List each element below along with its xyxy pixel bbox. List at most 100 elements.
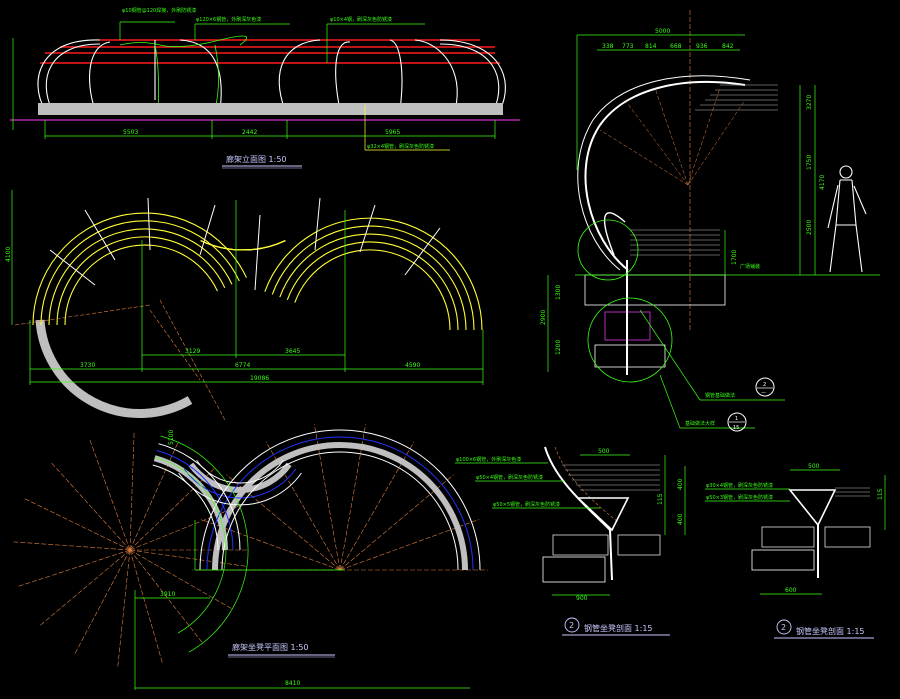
plan-dim-4100: 4100: [5, 247, 12, 262]
radial-axis: [129, 432, 135, 551]
svg-text:15: 15: [733, 425, 739, 431]
upper-plan-view: 3129 3645 3730 6774 4590 19086 4100: [5, 190, 484, 421]
detail-b-note-1: φ30×4钢管，刷深灰色防锈漆: [706, 482, 773, 489]
plan-dim-3730: 3730: [80, 362, 95, 369]
svg-text:—: —: [761, 390, 766, 396]
section-dim-13: 1200: [555, 340, 562, 355]
radial-axis: [117, 549, 131, 668]
section-dim-2: 773: [622, 43, 634, 50]
detail-a-dim-500: 500: [598, 448, 610, 455]
seat-slats: [32, 212, 483, 331]
seat-slat: [40, 220, 240, 326]
elevation-note-1: φ10钢管@120焊接，外刷防锈漆: [122, 7, 196, 14]
detail-a-dim-1: 400: [677, 478, 684, 490]
plan-beams: [49, 197, 441, 291]
lower-plan-title: 廊架坐凳平面图 1:50: [232, 642, 309, 652]
section-dim-3: 814: [645, 43, 657, 50]
radial-axis: [129, 549, 203, 644]
radial-axis: [89, 438, 131, 551]
lower-dim-3910: 3910: [160, 591, 175, 598]
section-dim-12: 2900: [540, 310, 547, 325]
elevation-dim-1: 5503: [123, 129, 138, 136]
plan-dim-6774: 6774: [235, 362, 250, 369]
elevation-dimension-lines: [12, 21, 496, 139]
bench-band: [153, 455, 228, 551]
bench-arc: [35, 319, 193, 418]
section-dimension-lines: [547, 34, 880, 429]
seat-slat: [48, 228, 233, 326]
section-dim-8: 1750: [806, 155, 813, 170]
callout-2: 2 —: [755, 377, 775, 397]
section-view: 5000 338 773 814 668 936 842 3270 1750 4…: [540, 10, 880, 432]
elevation-note-3: φ10×4钢，刷深灰色防锈漆: [330, 16, 392, 23]
seat-slat: [271, 225, 475, 331]
detail-a-note-2: φ50×4钢管，刷深灰色防锈漆: [476, 474, 543, 481]
detail-a-dim-3: 115: [657, 493, 664, 505]
bench-bands: [152, 429, 481, 653]
detail-b-title: 钢管坐凳剖面 1:15: [796, 626, 865, 636]
lower-dim-5100: 5100: [168, 430, 175, 445]
seat-slat: [56, 236, 226, 326]
section-dim-14: 1700: [731, 250, 738, 265]
detail-b-dim-500: 500: [808, 463, 820, 470]
radial-axis: [129, 442, 179, 551]
bench-band: [158, 443, 241, 551]
svg-text:1: 1: [735, 416, 738, 422]
bench-band: [183, 468, 297, 499]
section-dim-4: 668: [670, 43, 682, 50]
plan-dim-3645: 3645: [285, 348, 300, 355]
foundation-base: [594, 344, 666, 368]
detail-a-dim-2: 400: [677, 513, 684, 525]
seat-slat: [286, 241, 459, 331]
radial-axis: [129, 549, 163, 664]
detail-b-number: 2: [781, 623, 786, 632]
detail-a: 500 400 400 115 900 φ100×6钢管，外刷深灰色漆 φ50×…: [455, 446, 686, 636]
elevation-dim-2: 2442: [242, 129, 257, 136]
bench-band: [152, 464, 219, 551]
elevation-rails: [40, 39, 500, 64]
radial-axis: [50, 462, 131, 551]
paving-layer: [584, 274, 726, 306]
elevation-title: 廊架立面图 1:50: [226, 154, 287, 164]
section-dim-1: 338: [602, 43, 614, 50]
elevation-dim-3: 5965: [385, 129, 400, 136]
bench-band: [196, 460, 284, 484]
dimension-arc: [160, 435, 249, 653]
plan-dim-3129: 3129: [185, 348, 200, 355]
section-radials: [599, 87, 746, 186]
radial-axis: [12, 541, 131, 551]
radial-axis: [23, 498, 131, 551]
section-dim-10: 2500: [806, 220, 813, 235]
bench-band: [206, 436, 474, 571]
detail-a-title: 钢管坐凳剖面 1:15: [584, 623, 653, 633]
bench-band: [199, 429, 481, 571]
detail-b: 500 115 600 φ30×4钢管，刷深灰色防锈漆 φ50×3钢管，刷深灰色…: [705, 463, 886, 639]
plan-dim-4590: 4590: [405, 362, 420, 369]
svg-text:2: 2: [763, 382, 766, 388]
lower-plan-view: 5100 8410 3910 廊架坐凳平面图 1:50: [12, 424, 488, 690]
upper-plan-dimension-lines: [11, 190, 484, 385]
dimension-arc: [154, 456, 227, 634]
section-dim-7: 3270: [806, 95, 813, 110]
elevation-arches: [37, 39, 506, 111]
bench-band: [156, 450, 234, 551]
seat-slat: [279, 233, 467, 331]
seat-slat: [64, 244, 218, 326]
section-note-paving: 广场铺装: [740, 263, 760, 270]
section-dim-6: 842: [722, 43, 734, 50]
lower-dim-8410: 8410: [285, 680, 300, 687]
radial-axis: [39, 549, 131, 627]
elevation-note-4: φ32×4钢管，刷深灰色防锈漆: [367, 143, 434, 150]
detail-b-note-2: φ50×3钢管，刷深灰色防锈漆: [706, 494, 773, 501]
elevation-note-2: φ120×6钢管，外刷深灰色漆: [196, 16, 261, 23]
section-dim-total: 5000: [655, 28, 670, 35]
radial-axis: [129, 505, 240, 551]
section-dim-5: 936: [696, 43, 708, 50]
section-note-2: 基础做法大样: [685, 420, 715, 427]
section-dim-11: 1300: [555, 285, 562, 300]
detail-b-dim-1: 115: [877, 488, 884, 500]
human-figure: [827, 165, 867, 273]
section-dim-9: 4170: [819, 175, 826, 190]
